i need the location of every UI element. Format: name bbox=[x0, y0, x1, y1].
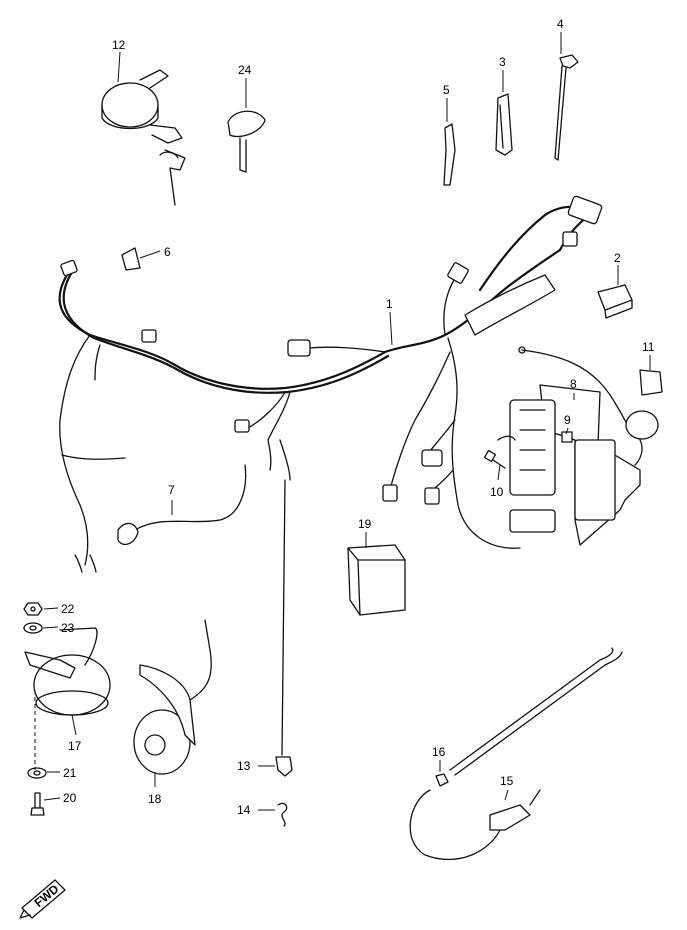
callout-22: 22 bbox=[61, 602, 75, 616]
horn-2 bbox=[133, 619, 212, 775]
regulator-bracket bbox=[497, 384, 641, 546]
callout-8: 8 bbox=[570, 377, 577, 391]
callout-12: 12 bbox=[112, 38, 126, 52]
spring-clip bbox=[277, 802, 288, 827]
lead-wire bbox=[275, 479, 293, 777]
horn-1 bbox=[24, 627, 111, 716]
callout-16: 16 bbox=[432, 745, 446, 759]
small-screw bbox=[561, 431, 573, 443]
ignition-key bbox=[227, 110, 266, 173]
callout-9: 9 bbox=[564, 413, 571, 427]
harness-clamp bbox=[121, 247, 141, 271]
horn-bolt bbox=[30, 792, 45, 816]
mounting-bolt bbox=[435, 773, 449, 787]
callout-23: 23 bbox=[61, 621, 75, 635]
callout-4: 4 bbox=[557, 17, 564, 31]
cable-tie bbox=[554, 54, 579, 161]
callout-labels: 1 2 3 4 5 6 7 8 9 10 11 12 13 14 15 16 1… bbox=[61, 17, 655, 817]
callout-11: 11 bbox=[642, 340, 655, 354]
connector-block bbox=[597, 284, 633, 319]
callout-18: 18 bbox=[148, 792, 162, 806]
main-wiring-harness bbox=[58, 195, 603, 573]
horn-lead-wire bbox=[117, 464, 247, 546]
callout-3: 3 bbox=[499, 55, 506, 69]
callout-17: 17 bbox=[68, 739, 82, 753]
callout-20: 20 bbox=[63, 791, 77, 805]
ignition-switch bbox=[101, 69, 186, 206]
callout-13: 13 bbox=[237, 759, 251, 773]
callout-19: 19 bbox=[358, 517, 372, 531]
washer-top bbox=[23, 622, 43, 634]
callout-21: 21 bbox=[63, 766, 77, 780]
callout-leaders bbox=[42, 32, 651, 811]
callout-1: 1 bbox=[386, 297, 393, 311]
wire-clamp bbox=[495, 93, 513, 156]
wire-band bbox=[443, 123, 456, 186]
turn-signal-relay bbox=[347, 544, 406, 616]
nut bbox=[23, 602, 43, 616]
bolt bbox=[483, 449, 506, 469]
callout-2: 2 bbox=[614, 251, 621, 265]
callout-15: 15 bbox=[500, 774, 514, 788]
starter-relay bbox=[518, 346, 663, 466]
callout-6: 6 bbox=[164, 245, 171, 259]
callout-7: 7 bbox=[168, 483, 175, 497]
callout-24: 24 bbox=[238, 63, 252, 77]
switch-with-leads bbox=[409, 647, 623, 860]
washer-bottom bbox=[27, 767, 47, 779]
callout-14: 14 bbox=[237, 803, 251, 817]
callout-5: 5 bbox=[443, 83, 450, 97]
fwd-direction-badge: FWD bbox=[19, 879, 66, 919]
callout-10: 10 bbox=[490, 485, 504, 499]
